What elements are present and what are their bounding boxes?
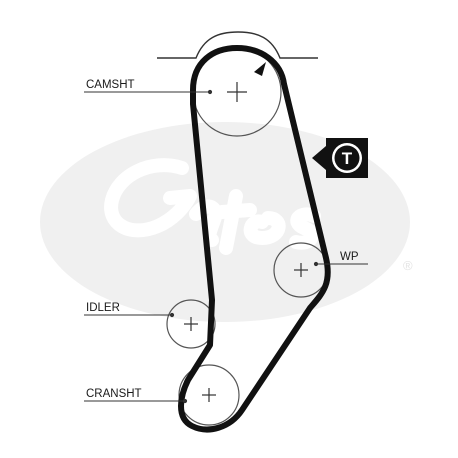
tensioner-marker: T [312, 138, 368, 178]
rotation-direction-arrow-icon [254, 62, 266, 76]
gates-watermark: ® [40, 122, 413, 322]
idler-leader [84, 312, 175, 318]
timing-belt [178, 45, 331, 433]
idler-label: IDLER [86, 302, 120, 314]
crankshaft-leader [84, 398, 188, 404]
crankshaft-label: CRANSHT [86, 388, 142, 400]
cover-outline [157, 31, 318, 59]
tensioner-marker-label: T [342, 149, 353, 168]
watermark-lettering [104, 158, 321, 255]
water-pump-leader [313, 261, 368, 267]
camshaft-center-mark [227, 82, 247, 102]
water-pump-label: WP [340, 251, 359, 263]
water-pump-center-mark [294, 263, 308, 277]
idler-center-mark [184, 317, 198, 331]
registered-mark: ® [403, 258, 413, 273]
camshaft-label: CAMSHT [86, 79, 135, 91]
crankshaft-center-mark [202, 388, 216, 402]
camshaft-leader [84, 89, 213, 95]
idler-pulley [166, 299, 216, 349]
crankshaft-pulley [178, 364, 240, 426]
